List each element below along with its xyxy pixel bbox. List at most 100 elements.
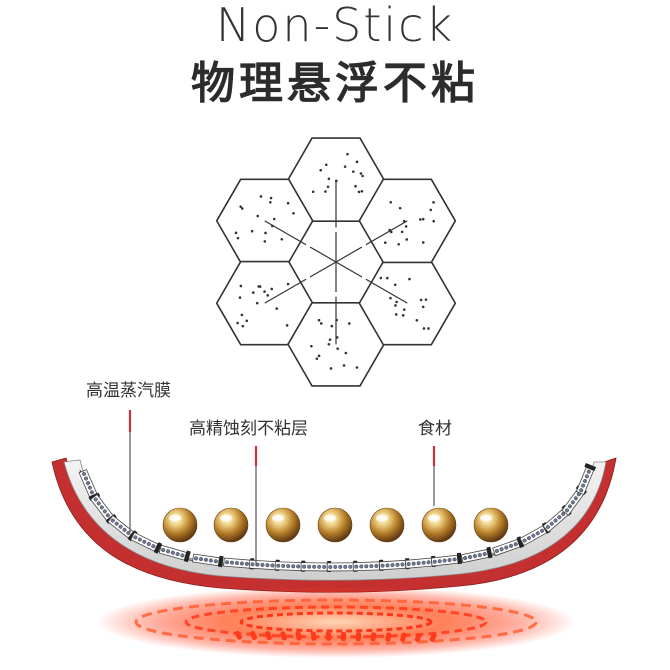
hexagon-dot bbox=[422, 327, 426, 330]
hexagon-dot bbox=[389, 296, 392, 300]
hexagon-dot bbox=[239, 284, 243, 288]
hexagon-dot bbox=[236, 321, 239, 325]
hexagon-dot bbox=[388, 228, 391, 232]
hexagon-dot bbox=[360, 189, 364, 193]
hexagon-dot bbox=[402, 308, 406, 311]
label-etched-layer: 高精蚀刻不粘层 bbox=[189, 419, 308, 439]
hexagon-dot bbox=[335, 318, 338, 322]
hexagon-dot bbox=[330, 324, 334, 328]
hexagon-dot bbox=[404, 225, 408, 228]
hexagon-dot bbox=[427, 327, 430, 330]
hexagon-dot bbox=[328, 338, 332, 341]
hexagon-dot bbox=[336, 347, 339, 350]
hexagon-dot bbox=[359, 172, 363, 175]
hexagon-dot bbox=[324, 163, 328, 167]
flame-mark bbox=[250, 630, 257, 640]
hexagon-dot bbox=[269, 200, 272, 204]
hexagon-dot bbox=[335, 179, 338, 183]
hexagon-dot bbox=[361, 174, 364, 178]
hexagon-dot bbox=[319, 168, 323, 172]
hexagon-dot bbox=[271, 224, 274, 228]
flame-mark bbox=[310, 631, 317, 641]
hexagon-dot bbox=[398, 206, 402, 210]
etched-cell bbox=[492, 536, 524, 557]
hexagon-dot bbox=[335, 336, 339, 339]
hexagon-dot bbox=[327, 342, 331, 346]
hexagon-dot bbox=[432, 219, 435, 223]
flame-mark bbox=[325, 631, 332, 641]
hexagon-dot bbox=[315, 357, 319, 360]
hexagon-dot bbox=[432, 201, 435, 204]
hexagon-dot bbox=[263, 240, 267, 243]
hexagon-dot bbox=[272, 217, 276, 221]
hexagon-dot bbox=[352, 170, 355, 173]
food-ball bbox=[421, 507, 457, 543]
hexagon-dot bbox=[286, 201, 290, 205]
flame-mark bbox=[400, 632, 407, 642]
food-particles bbox=[162, 507, 509, 543]
food-ball bbox=[162, 507, 198, 543]
hexagon-dot bbox=[238, 296, 242, 299]
food-ball bbox=[213, 507, 249, 543]
hexagon-dot bbox=[397, 242, 400, 246]
hexagon-dot bbox=[241, 324, 245, 328]
hexagon-dot bbox=[270, 287, 274, 291]
hexagon-dot bbox=[389, 201, 393, 204]
hexagon-dot bbox=[394, 313, 398, 316]
etched-cell bbox=[378, 558, 410, 571]
hexagon-dot bbox=[285, 324, 289, 327]
hexagon-dot bbox=[326, 185, 330, 189]
hexagon-dot bbox=[421, 217, 425, 221]
flame-mark bbox=[341, 632, 346, 641]
hexagon-dot bbox=[292, 211, 295, 215]
food-ball bbox=[369, 507, 405, 543]
hexagon-dot bbox=[327, 177, 331, 181]
hexagon-dot bbox=[258, 285, 262, 288]
hexagon-dot bbox=[393, 283, 397, 287]
title-chinese: 物理悬浮不粘 bbox=[191, 58, 479, 109]
hexagon-dot bbox=[234, 231, 238, 235]
etched-cell bbox=[460, 546, 493, 564]
hexagon-dot bbox=[256, 214, 260, 218]
hexagon-dot bbox=[317, 354, 321, 358]
flame-mark bbox=[265, 631, 272, 641]
hexagon-dot bbox=[347, 322, 351, 325]
hexagon-dot bbox=[421, 241, 425, 244]
hexagon-dot bbox=[401, 314, 405, 317]
hexagon-dot bbox=[419, 298, 423, 302]
hexagon-dot bbox=[266, 294, 270, 297]
etched-cell bbox=[158, 544, 191, 563]
flame-mark bbox=[385, 632, 392, 642]
hexagon-dot bbox=[311, 190, 315, 194]
label-food: 食材 bbox=[418, 419, 452, 439]
etched-cell bbox=[192, 553, 224, 568]
hexagon-dot bbox=[421, 305, 425, 309]
hexagon-dot bbox=[245, 319, 249, 323]
flame-mark bbox=[355, 632, 362, 642]
hexagon-dot bbox=[389, 230, 393, 234]
flame-mark bbox=[280, 631, 287, 641]
hexagon-dot bbox=[419, 218, 422, 221]
hexagon-dot bbox=[255, 301, 259, 305]
etched-cell bbox=[352, 559, 384, 572]
food-ball bbox=[265, 507, 301, 543]
hexagon-dot bbox=[319, 322, 323, 325]
hexagon-dot bbox=[310, 344, 313, 348]
hexagon-dot bbox=[429, 208, 433, 212]
hexagon-dot bbox=[264, 231, 267, 235]
hexagon-dot bbox=[379, 276, 383, 280]
hexagon-dot bbox=[263, 290, 266, 293]
hexagon-dot bbox=[251, 291, 255, 294]
flame-mark bbox=[295, 631, 302, 641]
hexagon-dot bbox=[342, 364, 346, 367]
hexagon-dot bbox=[346, 152, 349, 156]
hexagon-dot bbox=[280, 237, 284, 241]
flame-mark bbox=[234, 630, 243, 640]
food-ball bbox=[473, 507, 509, 543]
hexagon-dot bbox=[317, 318, 321, 322]
hexagon-dot bbox=[240, 313, 244, 317]
hexagon-dot bbox=[329, 367, 333, 370]
hexagon-dot bbox=[405, 238, 409, 241]
title-english: Non-Stick bbox=[215, 0, 455, 52]
